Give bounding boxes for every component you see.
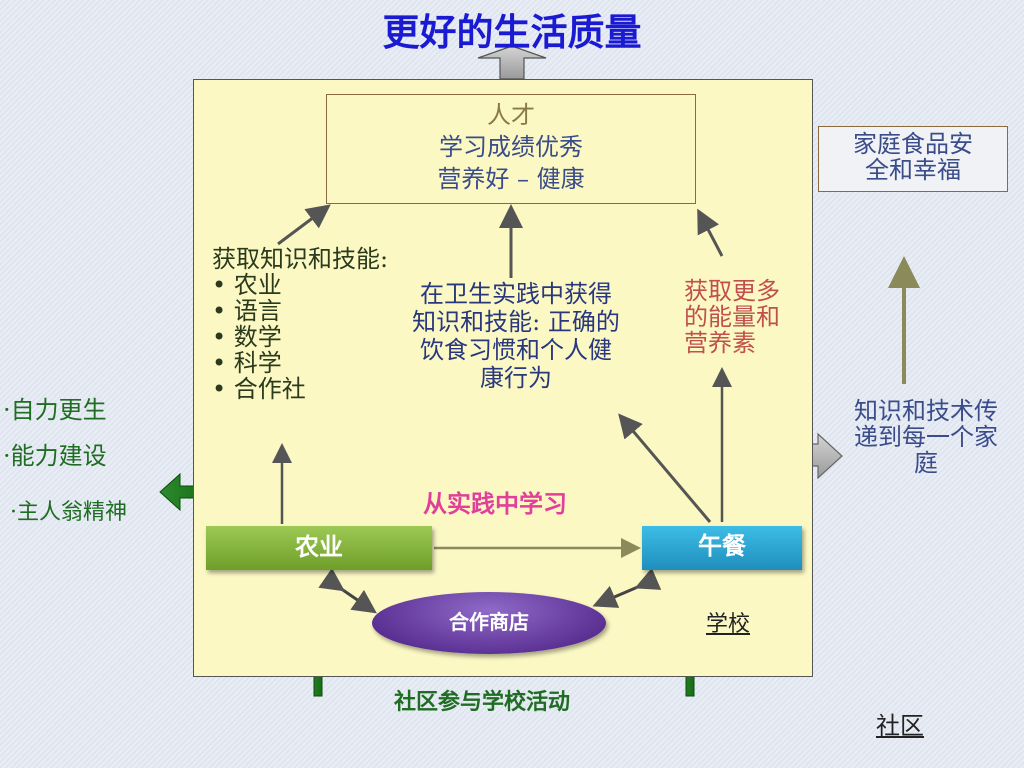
agriculture-box: 农业 xyxy=(206,526,432,570)
page-title: 更好的生活质量 xyxy=(382,11,642,54)
hygiene-line-2: 知识和技能: 正确的 xyxy=(412,308,620,336)
side-item-ownership: ·主人翁精神 xyxy=(10,500,127,525)
hygiene-line-1: 在卫生实践中获得 xyxy=(420,280,612,308)
talent-box: 人才 学习成绩优秀 营养好 – 健康 xyxy=(326,94,696,204)
side-item-self-reliance: ·自力更生 xyxy=(3,396,107,424)
skills-item: • 农业 xyxy=(212,271,282,299)
learn-by-doing-label: 从实践中学习 xyxy=(423,490,567,518)
transfer-line-1: 知识和技术传 xyxy=(854,397,998,425)
community-label: 社区 xyxy=(876,712,924,740)
double-arrow-lunch-coop-overlay xyxy=(592,567,662,608)
up-block-arrow xyxy=(477,45,547,80)
hygiene-line-3: 饮食习惯和个人健 xyxy=(420,336,612,364)
family-line-1: 家庭食品安 xyxy=(853,130,973,158)
talent-heading: 人才 xyxy=(487,101,535,129)
energy-text: 获取更多 的能量和 营养素 xyxy=(684,278,802,356)
energy-line-2: 的能量和 xyxy=(684,303,780,331)
skills-list: 获取知识和技能: • 农业 • 语言 • 数学 • 科学 • 合作社 xyxy=(212,246,388,402)
participation-label: 社区参与学校活动 xyxy=(394,690,571,715)
energy-line-1: 获取更多 xyxy=(684,277,780,305)
hygiene-line-4: 康行为 xyxy=(480,364,552,392)
school-label: 学校 xyxy=(706,612,751,637)
skills-item: • 数学 xyxy=(212,323,282,351)
hygiene-text: 在卫生实践中获得 知识和技能: 正确的 饮食习惯和个人健 康行为 xyxy=(396,280,636,392)
skills-heading: 获取知识和技能: xyxy=(212,245,389,273)
transfer-text: 知识和技术传 递到每一个家 庭 xyxy=(838,398,1014,476)
talent-line-1: 学习成绩优秀 xyxy=(439,133,583,161)
family-line-2: 全和幸福 xyxy=(865,156,961,184)
arrow-skills-to-talent-overlay xyxy=(277,204,331,246)
arrow-energy-to-talent-overlay xyxy=(697,208,724,257)
double-arrow-agri-coop-overlay xyxy=(318,567,377,614)
coop-store-ellipse: 合作商店 xyxy=(372,592,606,654)
lunch-box: 午餐 xyxy=(642,526,802,570)
skills-item: • 语言 xyxy=(212,297,282,325)
talent-line-2: 营养好 – 健康 xyxy=(437,165,585,193)
transfer-line-3: 庭 xyxy=(914,449,938,477)
family-box: 家庭食品安 全和幸福 xyxy=(818,126,1008,192)
skills-item: • 合作社 xyxy=(212,375,306,403)
energy-line-3: 营养素 xyxy=(684,329,756,357)
side-item-capacity-building: ·能力建设 xyxy=(3,442,107,470)
skills-item: • 科学 xyxy=(212,349,282,377)
arrow-lunch-to-hygiene-overlay xyxy=(618,413,712,523)
transfer-line-2: 递到每一个家 xyxy=(854,423,998,451)
